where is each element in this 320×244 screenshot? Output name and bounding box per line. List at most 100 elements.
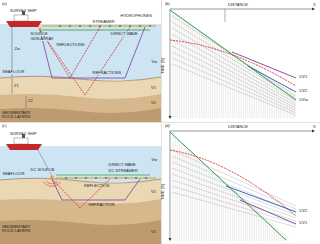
seismic-trace	[212, 39, 213, 118]
seismic-trace	[241, 58, 242, 118]
sediment-layer	[0, 199, 161, 244]
refraction-line	[226, 186, 296, 212]
seismic-trace	[234, 190, 235, 241]
seismic-event	[172, 162, 296, 212]
seismic-trace	[188, 22, 189, 118]
seismic-trace	[223, 46, 224, 118]
seismic-event	[172, 192, 296, 227]
hydrophone	[95, 177, 97, 179]
seafloor-line	[0, 76, 161, 81]
seismic-trace	[228, 184, 229, 241]
seismic-trace	[269, 77, 270, 118]
depth-bracket	[12, 78, 13, 94]
label-text: REFLECTION	[84, 184, 109, 188]
seismic-trace	[272, 223, 273, 241]
axis-line	[170, 9, 171, 118]
sediment-layer	[0, 108, 161, 122]
x-marker	[225, 9, 226, 22]
label-text: HYDROPHONES	[120, 14, 152, 18]
seismic-trace	[195, 27, 196, 118]
seismic-trace	[217, 175, 218, 241]
seismic-trace	[186, 147, 187, 241]
label-text: DIRECT WAVE	[110, 32, 138, 36]
label-text: (d)	[165, 124, 170, 128]
axis-arrow	[169, 238, 172, 241]
source-symbol	[39, 28, 42, 31]
label-text: SEDIMENTARY ROCK LAYERS	[2, 111, 36, 120]
sky	[0, 123, 161, 244]
refraction-ray	[40, 27, 145, 78]
label-text: REFRACTION	[88, 203, 115, 207]
seismic-trace	[208, 167, 209, 241]
hydrophone	[79, 25, 81, 27]
hydrophone	[135, 177, 137, 179]
label-text: DC SOURCE	[30, 168, 55, 172]
hydrophone	[89, 25, 91, 27]
seismic-trace	[214, 173, 215, 241]
label-text: X	[313, 125, 316, 129]
ship-cabin	[14, 15, 28, 21]
hydrophone	[99, 25, 101, 27]
axis-line	[170, 131, 171, 240]
hydrophone	[59, 25, 61, 27]
seismic-trace	[252, 65, 253, 118]
seismic-trace	[175, 13, 176, 118]
seafloor-line	[0, 178, 161, 183]
seismic-trace	[201, 161, 202, 241]
direct-wave-ray	[56, 175, 150, 176]
sediment-layer	[0, 220, 161, 244]
hydrophone	[69, 25, 71, 27]
seismic-trace	[199, 30, 200, 118]
water	[0, 24, 161, 80]
label-text: (b)	[165, 2, 170, 6]
seismic-trace	[175, 138, 176, 241]
hydrophone	[75, 177, 77, 179]
seismic-trace	[221, 178, 222, 241]
seismic-trace	[230, 50, 231, 118]
seismic-trace	[210, 169, 211, 241]
seismic-trace	[223, 180, 224, 241]
label-text: (c)	[2, 124, 7, 128]
label-text: X	[313, 3, 316, 7]
seismic-trace	[289, 239, 290, 241]
label-text: SEAFLOOR	[2, 172, 25, 176]
label-text: 1/V2	[299, 89, 307, 93]
refraction-line	[240, 200, 296, 224]
direct-wave-line	[170, 132, 286, 240]
seismic-trace	[225, 47, 226, 118]
ship-hull	[6, 21, 42, 27]
seismic-trace	[274, 80, 275, 118]
axis-line	[170, 9, 312, 10]
water	[0, 146, 161, 182]
seismic-trace	[245, 61, 246, 118]
label-text: REFRACTIONS	[92, 71, 122, 75]
hydrophone	[145, 177, 147, 179]
seismic-trace	[276, 81, 277, 118]
label-text: DISTANCE	[228, 125, 248, 129]
seismic-trace	[256, 209, 257, 241]
plot-ground	[162, 123, 320, 244]
source-symbol	[50, 175, 53, 178]
label-text: SEAFLOOR	[2, 70, 25, 74]
seismic-trace	[252, 206, 253, 241]
label-text: V2	[151, 230, 156, 234]
seismic-trace	[197, 28, 198, 118]
seismic-trace	[276, 227, 277, 241]
label-text: DC STREAMER	[108, 169, 138, 173]
seismic-trace	[173, 12, 174, 118]
seismic-trace	[210, 37, 211, 118]
seismic-trace	[190, 24, 191, 118]
label-text: V1	[151, 86, 156, 90]
label-text: STREAMER	[92, 20, 115, 24]
axis-arrow	[312, 130, 315, 133]
seismic-trace	[287, 237, 288, 241]
seismic-trace	[261, 71, 262, 118]
seismic-trace	[190, 151, 191, 241]
seismic-trace	[272, 79, 273, 118]
streamer-cable	[56, 177, 156, 178]
hydrophone	[119, 25, 121, 27]
axis-line	[170, 131, 312, 132]
label-text: V1	[151, 190, 156, 194]
reflection-curve	[170, 40, 296, 86]
